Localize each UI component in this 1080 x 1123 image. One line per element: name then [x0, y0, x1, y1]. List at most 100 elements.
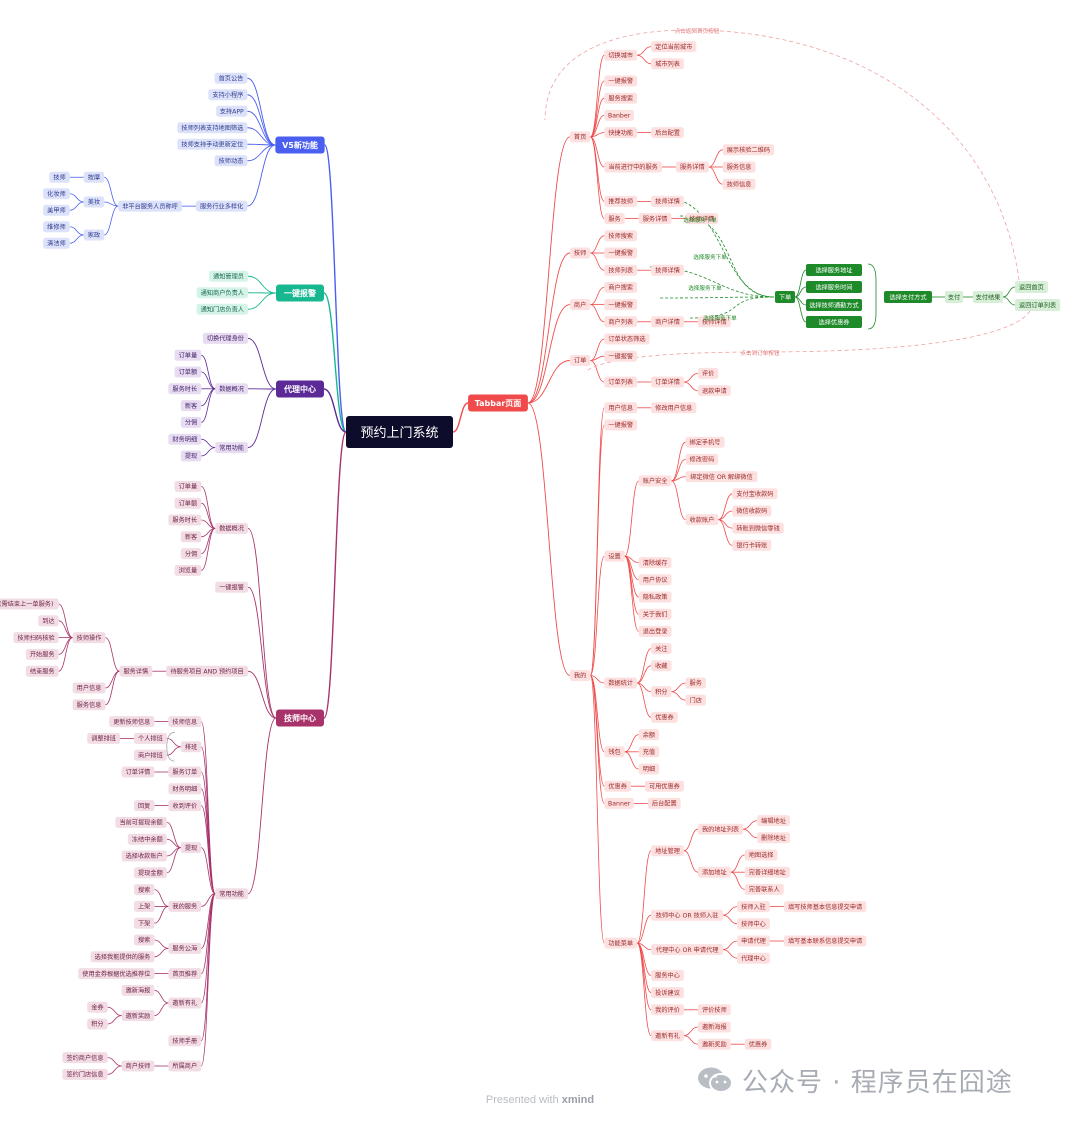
- node: 更新技师信息: [109, 716, 155, 728]
- node-label: 提现: [185, 452, 197, 460]
- node-label: 优惠券: [749, 1040, 768, 1048]
- node-label: 维修师: [47, 223, 66, 231]
- node: 积分: [87, 1018, 108, 1030]
- node-label: 技师详情: [655, 198, 680, 206]
- flow-label: 返回首页: [1019, 283, 1044, 291]
- node-label: 邀新有礼: [172, 999, 197, 1007]
- node: 收藏: [651, 660, 672, 672]
- node-label: 清除缓存: [643, 559, 668, 567]
- watermark: 公众号 · 程序员在囧途: [696, 1058, 1013, 1102]
- node: 删除地址: [757, 832, 790, 844]
- node: 化妆师: [43, 188, 70, 200]
- node-box: [651, 909, 724, 921]
- node-label: 退出登录: [643, 628, 668, 636]
- node-box: [638, 625, 672, 637]
- node: 邀新奖励: [121, 1010, 155, 1022]
- node-box: [134, 749, 167, 761]
- node-box: [604, 109, 634, 121]
- node-label: 填写技师基本信息提交申请: [788, 903, 862, 911]
- node: 家政: [83, 229, 105, 241]
- connector: [624, 734, 639, 753]
- node-label: 功能菜单: [608, 939, 633, 947]
- connector: [201, 354, 216, 390]
- node: 订单详情: [121, 766, 155, 778]
- node: 技师: [49, 171, 70, 183]
- node: 当前可提现余额: [115, 816, 167, 828]
- node-label: 用户信息: [77, 684, 102, 692]
- node-box: [134, 800, 155, 812]
- node: 服务订单: [168, 766, 202, 778]
- branch-box: [275, 136, 325, 154]
- node: 完善联系人: [744, 883, 784, 895]
- node: 展示核验二维码: [722, 144, 775, 156]
- node: 财务明细: [168, 783, 202, 795]
- node-box: [168, 383, 202, 395]
- order-choice: 选择技师通勤方式: [806, 299, 862, 311]
- node-box: [569, 247, 591, 259]
- connector: [723, 914, 738, 925]
- node-box: [604, 797, 634, 809]
- node-box: [134, 917, 155, 929]
- node: 首页公告: [214, 72, 248, 84]
- node-box: [732, 505, 772, 517]
- node-box: [115, 816, 167, 828]
- connector: [107, 1065, 122, 1075]
- node-label: 快捷功能: [608, 129, 633, 137]
- node: 浏览量: [174, 564, 202, 576]
- node-box: [25, 648, 59, 660]
- node-box: [134, 732, 167, 744]
- connector: [624, 555, 640, 615]
- connector: [154, 889, 169, 907]
- node: 推荐技师: [604, 195, 638, 207]
- order-link-label: 选择服务下单: [688, 284, 722, 292]
- connector: [794, 286, 807, 298]
- node-label: 签约商户信息: [66, 1054, 103, 1062]
- node-label: 完善联系人: [749, 886, 780, 894]
- node: 商户详情: [651, 316, 684, 328]
- node: 地图选择: [744, 849, 778, 861]
- node-box: [685, 436, 725, 448]
- node-box: [651, 643, 672, 655]
- node-label: 当前可提现余额: [119, 819, 163, 827]
- node-box: [177, 138, 248, 150]
- node-box: [697, 385, 731, 397]
- connector: [247, 110, 276, 146]
- node: 地址管理: [651, 845, 684, 857]
- node: 银行卡转账: [732, 539, 772, 551]
- connector: [527, 136, 571, 404]
- node-label: 技师支持手动更新定位: [181, 140, 243, 148]
- node: Banner: [604, 797, 634, 809]
- node-box: [651, 660, 672, 672]
- connector: [624, 480, 640, 557]
- flow-label: 选择支付方式: [889, 293, 926, 301]
- node-box: [216, 105, 248, 117]
- connector: [247, 144, 276, 162]
- connector: [247, 388, 277, 449]
- flow-label: 返回订单列表: [1019, 301, 1056, 309]
- node: 技师: [569, 247, 591, 259]
- connector: [589, 675, 605, 804]
- node-box: [651, 845, 684, 857]
- node-box: [121, 984, 155, 996]
- node-label: 投诉建议: [655, 989, 681, 997]
- node: 邀新有礼: [651, 1030, 684, 1042]
- node: 服务时长: [168, 514, 202, 526]
- node-label: 邀新奖励: [702, 1040, 727, 1048]
- connector: [527, 360, 570, 404]
- node-box: [38, 615, 59, 627]
- connector: [201, 388, 216, 406]
- node-box: [109, 716, 155, 728]
- flow-box: [973, 291, 1003, 303]
- node: 邀新海报: [697, 1021, 731, 1033]
- node: 一键报警: [604, 247, 638, 259]
- branch-alarm: 一键报警: [276, 284, 324, 302]
- node-box: [209, 270, 248, 282]
- connector: [589, 136, 605, 202]
- node-label: 商户详情: [655, 318, 680, 326]
- node-label: 收藏: [655, 662, 667, 670]
- order-link: [664, 197, 775, 298]
- node-box: [83, 229, 105, 241]
- node-label: 更新技师信息: [113, 718, 150, 726]
- return-home-link: [544, 29, 1021, 288]
- node-label: 邀新有礼: [655, 1032, 680, 1040]
